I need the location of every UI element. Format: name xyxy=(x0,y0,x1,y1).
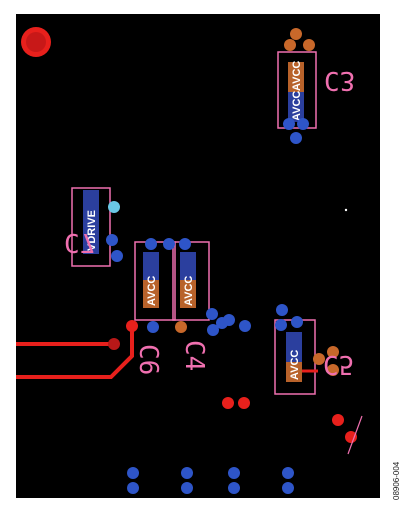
component-c5: AVCC C5 xyxy=(274,304,354,395)
c5-pad-label: AVCC xyxy=(289,350,301,380)
c6-pad-label: AVCC xyxy=(146,276,158,306)
via xyxy=(111,250,123,262)
via xyxy=(163,238,175,250)
via xyxy=(181,482,193,494)
trace-group xyxy=(16,326,134,379)
trace-via xyxy=(222,397,234,409)
c3-pad-bottom-label: AVCC xyxy=(291,91,303,121)
component-c3: AVCC AVCC C3 xyxy=(277,28,355,144)
via xyxy=(291,316,303,328)
via xyxy=(276,304,288,316)
via xyxy=(147,321,159,333)
via xyxy=(290,28,302,40)
test-point-lead xyxy=(347,415,363,455)
via xyxy=(106,234,118,246)
via xyxy=(284,39,296,51)
c6-designator: C6 xyxy=(133,344,163,375)
via xyxy=(239,320,251,332)
via xyxy=(290,132,302,144)
c6-pad-bottom xyxy=(143,280,159,308)
bottom-via-row xyxy=(127,467,294,494)
c4-pad-bottom xyxy=(180,280,196,308)
c7-outline xyxy=(71,187,111,267)
c3-outline xyxy=(277,51,317,129)
component-c4: AVCC C4 xyxy=(163,238,251,371)
via xyxy=(179,238,191,250)
via xyxy=(145,238,157,250)
c4-pad-label: AVCC xyxy=(183,276,195,306)
c4-outline xyxy=(172,241,210,321)
via xyxy=(223,314,235,326)
via xyxy=(327,364,339,376)
via xyxy=(108,201,120,213)
component-c7: VDRIVE C7 xyxy=(64,187,123,267)
via xyxy=(283,118,295,130)
c3-pad-bottom xyxy=(288,92,304,122)
via xyxy=(207,324,219,336)
via xyxy=(127,467,139,479)
via xyxy=(327,346,339,358)
component-c6: AVCC C6 xyxy=(126,238,176,375)
via xyxy=(282,467,294,479)
c6-pad-top xyxy=(143,252,159,280)
c3-pad-top-label: AVCC xyxy=(291,61,303,91)
trace-via xyxy=(238,397,250,409)
figure-id-label: 08906-004 xyxy=(392,461,401,500)
c3-pad-top xyxy=(288,62,304,92)
via xyxy=(175,321,187,333)
c4-pad-top xyxy=(180,252,196,280)
trace-bottom xyxy=(16,326,134,379)
fiducial-inner xyxy=(26,32,46,52)
c7-pad-label: VDRIVE xyxy=(86,210,98,251)
via xyxy=(228,482,240,494)
trace-via xyxy=(345,431,357,443)
test-point xyxy=(332,414,363,455)
c7-designator: C7 xyxy=(64,227,95,257)
via xyxy=(282,482,294,494)
trace-via xyxy=(108,338,120,350)
via xyxy=(275,319,287,331)
c5-pad-top xyxy=(286,332,302,362)
c4-designator: C4 xyxy=(179,340,209,371)
trace-via xyxy=(332,414,344,426)
pcb-layout: AVCC AVCC C3 VDRIVE C7 AVCC C6 AVCC xyxy=(16,14,380,498)
via xyxy=(206,308,218,320)
board-speck xyxy=(344,208,348,212)
c5-designator: C5 xyxy=(323,349,354,379)
via xyxy=(313,353,325,365)
c3-designator: C3 xyxy=(324,65,355,95)
c7-pad xyxy=(83,190,99,254)
via xyxy=(181,467,193,479)
via xyxy=(127,482,139,494)
via xyxy=(303,39,315,51)
c5-pad-bottom xyxy=(286,362,302,382)
via xyxy=(228,467,240,479)
board-background xyxy=(16,14,380,498)
via xyxy=(297,118,309,130)
